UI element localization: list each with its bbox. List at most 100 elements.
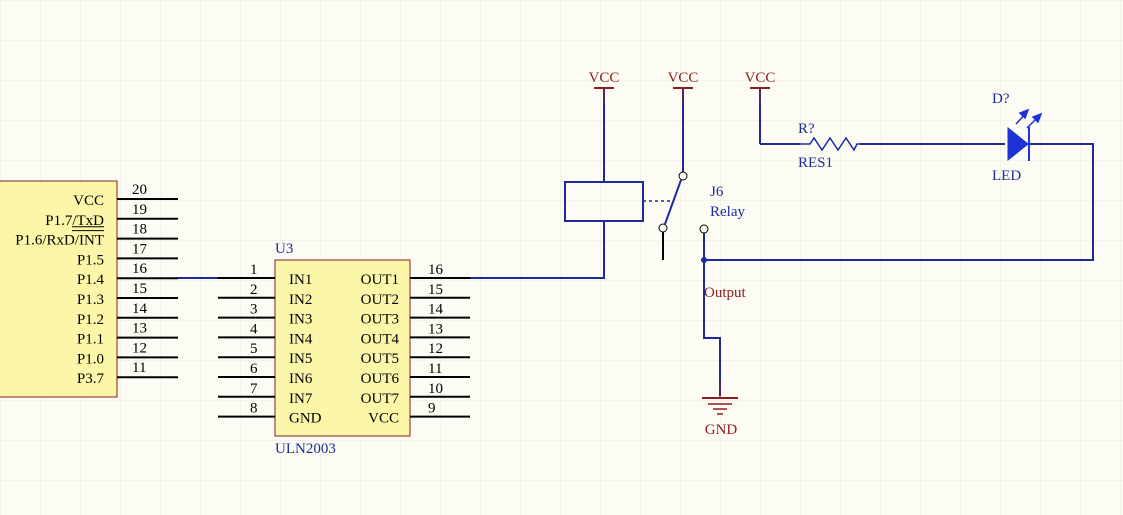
uln-pin-number: 16 bbox=[428, 262, 444, 278]
resistor[interactable]: R? RES1 bbox=[798, 121, 860, 171]
uln-pin-number: 5 bbox=[250, 341, 258, 357]
mcu-pin-name: P1.5 bbox=[77, 252, 104, 268]
vcc-port-3[interactable]: VCC bbox=[745, 70, 776, 104]
mcu-pin-number: 18 bbox=[132, 222, 147, 238]
resistor-value: RES1 bbox=[798, 155, 833, 171]
mcu-component[interactable]: VCC20P1.7/TxD19P1.6/RxD/INT18P1.517P1.41… bbox=[0, 180, 178, 398]
uln-pin-name: GND bbox=[289, 411, 322, 427]
resistor-designator: R? bbox=[798, 121, 815, 137]
uln-pin-name: IN1 bbox=[289, 272, 312, 288]
led-triangle bbox=[1007, 126, 1029, 162]
uln-pin-number: 2 bbox=[250, 282, 258, 298]
relay-designator: J6 bbox=[710, 184, 724, 200]
vcc-port-3-label: VCC bbox=[745, 70, 776, 86]
mcu-pin-name: P1.1 bbox=[77, 332, 104, 348]
uln-pin-number: 10 bbox=[428, 381, 443, 397]
uln-pin-number: 11 bbox=[428, 361, 442, 377]
uln-pin-name: VCC bbox=[368, 411, 399, 427]
uln-pin-number: 3 bbox=[250, 302, 258, 318]
mcu-pin: P1.214 bbox=[77, 301, 178, 328]
wire-output-to-gnd bbox=[703, 260, 721, 396]
uln-part-name: ULN2003 bbox=[275, 441, 336, 457]
mcu-pin: P1.315 bbox=[77, 281, 178, 308]
uln-pin-number: 15 bbox=[428, 282, 443, 298]
relay-switch-arm bbox=[664, 179, 682, 225]
uln-pin-name: IN2 bbox=[289, 292, 312, 308]
led-value: LED bbox=[992, 168, 1021, 184]
net-label-output: Output bbox=[704, 285, 747, 301]
wire-junction bbox=[701, 257, 707, 263]
uln-pin-number: 1 bbox=[250, 262, 258, 278]
relay-nc-contact bbox=[658, 223, 668, 233]
mcu-pin: P1.416 bbox=[77, 261, 178, 288]
relay-j6[interactable]: J6 Relay bbox=[564, 171, 745, 260]
led-light-arrows-icon bbox=[1015, 108, 1043, 129]
uln-pin-name: OUT1 bbox=[361, 272, 399, 288]
uln-pin-name: IN7 bbox=[289, 391, 313, 407]
uln-pin-name: IN4 bbox=[289, 331, 313, 347]
relay-name: Relay bbox=[710, 204, 745, 220]
mcu-pin: P1.0 12 bbox=[77, 340, 178, 367]
mcu-pin-number: 11 bbox=[132, 360, 146, 376]
led-designator: D? bbox=[992, 91, 1010, 107]
uln-pin-number: 8 bbox=[250, 401, 258, 417]
uln-body bbox=[274, 259, 411, 437]
gnd-port-label: GND bbox=[705, 422, 738, 438]
uln-pin-name: OUT2 bbox=[361, 292, 399, 308]
mcu-pin-name: P1.0 bbox=[77, 351, 104, 367]
mcu-pin: P1.6/RxD/INT 18 bbox=[15, 222, 178, 249]
uln-right-pins: 16OUT115OUT214OUT313OUT412OUT511OUT610OU… bbox=[361, 262, 470, 427]
vcc-port-2-label: VCC bbox=[668, 70, 699, 86]
resistor-zigzag bbox=[800, 136, 860, 152]
uln-designator: U3 bbox=[275, 241, 293, 257]
uln-pin-name: IN6 bbox=[289, 371, 313, 387]
mcu-pin-number: 16 bbox=[132, 261, 148, 277]
mcu-pins: VCC20P1.7/TxD19P1.6/RxD/INT18P1.517P1.41… bbox=[15, 182, 178, 387]
uln-pin-name: OUT4 bbox=[361, 331, 400, 347]
uln-pin-number: 7 bbox=[250, 381, 258, 397]
mcu-pin: P3.7 11 bbox=[77, 360, 178, 387]
uln-pin-name: OUT5 bbox=[361, 351, 399, 367]
mcu-pin-name: P1.7/TxD bbox=[45, 213, 104, 229]
gnd-port[interactable]: GND bbox=[702, 380, 738, 438]
vcc-port-1-label: VCC bbox=[589, 70, 620, 86]
relay-no-contact bbox=[699, 224, 709, 234]
mcu-pin-name: P1.6/RxD/INT bbox=[15, 233, 104, 249]
uln-pin-number: 14 bbox=[428, 302, 444, 318]
mcu-pin-name: P3.7 bbox=[77, 371, 105, 387]
uln-pin-number: 13 bbox=[428, 321, 443, 337]
uln-pin-name: IN5 bbox=[289, 351, 312, 367]
led[interactable]: D? LED bbox=[992, 91, 1043, 184]
uln-pin-number: 9 bbox=[428, 401, 436, 417]
vcc-port-2[interactable]: VCC bbox=[668, 70, 699, 104]
mcu-pin-number: 19 bbox=[132, 202, 147, 218]
uln-pin-number: 6 bbox=[250, 361, 258, 377]
mcu-pin-number: 14 bbox=[132, 301, 148, 317]
uln-pin-number: 12 bbox=[428, 341, 443, 357]
vcc-port-1[interactable]: VCC bbox=[589, 70, 620, 104]
wire-led-to-output bbox=[704, 143, 1094, 261]
relay-common-contact bbox=[678, 171, 688, 181]
mcu-body bbox=[0, 180, 118, 398]
wire-out1-relay-coil bbox=[470, 221, 605, 279]
mcu-pin-name: VCC bbox=[73, 193, 104, 209]
mcu-pin-number: 12 bbox=[132, 340, 147, 356]
